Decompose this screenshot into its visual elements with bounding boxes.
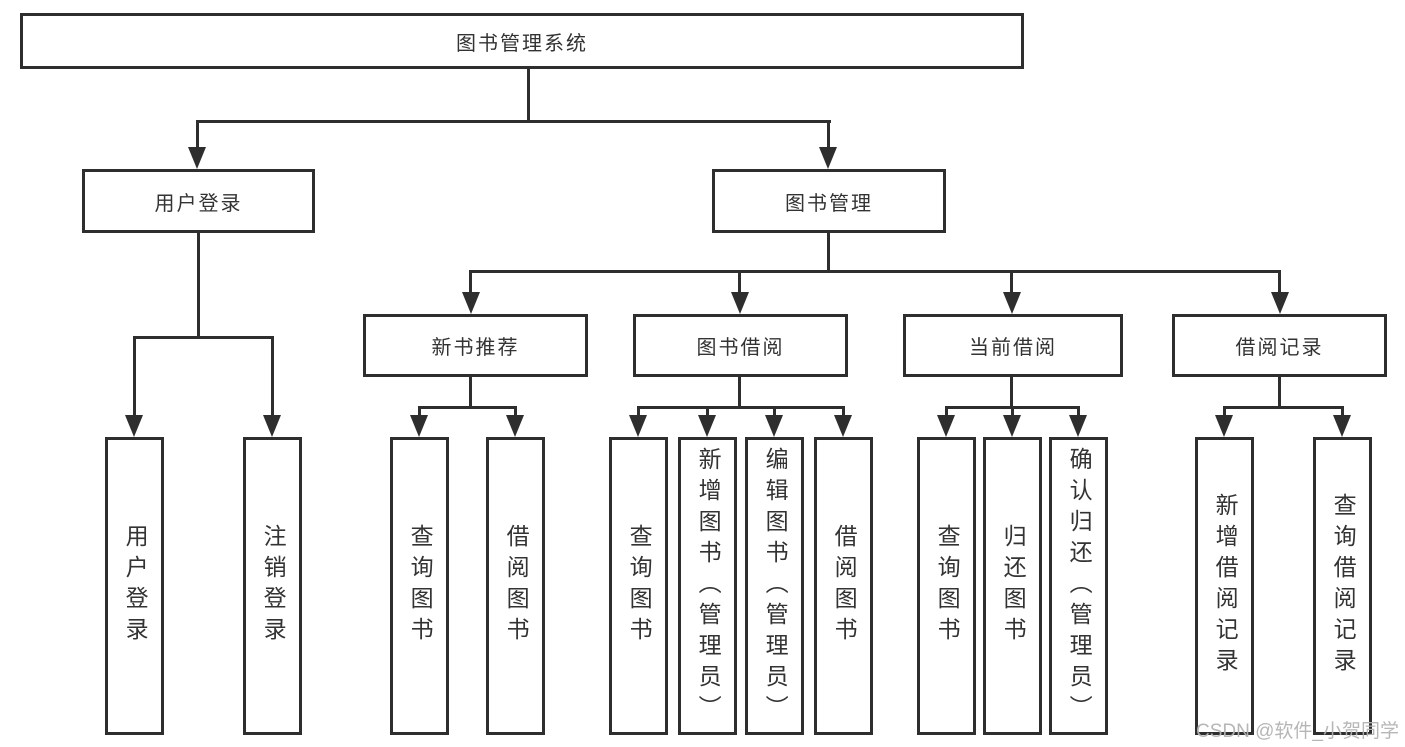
connector-line — [842, 406, 845, 418]
leaf-current-return-book-label: 归还图书 — [1000, 524, 1027, 648]
leaf-user-login: 用户登录 — [105, 437, 164, 735]
leaf-newbook-query-book-label: 查询图书 — [407, 524, 434, 648]
leaf-current-query-book: 查询图书 — [917, 437, 976, 735]
connector-line — [418, 406, 517, 409]
node-borrow-record: 借阅记录 — [1172, 314, 1387, 377]
leaf-borrow-borrow-book-label: 借阅图书 — [831, 524, 858, 648]
connector-line — [827, 120, 830, 150]
node-new-book-recommend-label: 新书推荐 — [431, 337, 520, 359]
leaf-borrow-edit-book-admin: 编辑图书（管理员） — [745, 437, 804, 735]
connector-line — [945, 406, 948, 418]
node-new-book-recommend: 新书推荐 — [363, 314, 588, 377]
node-book-management-label: 图书管理 — [785, 192, 873, 215]
connector-line — [469, 377, 472, 406]
connector-line — [1278, 270, 1281, 295]
leaf-borrow-query-book: 查询图书 — [609, 437, 668, 735]
csdn-watermark: CSDN @软件_小贺同学 — [1196, 721, 1399, 742]
leaf-borrow-edit-book-admin-label: 编辑图书（管理员） — [762, 446, 789, 726]
connector-line — [196, 120, 199, 150]
connector-line — [1223, 406, 1226, 418]
leaf-current-return-book: 归还图书 — [983, 437, 1042, 735]
leaf-logout-login-label: 注销登录 — [260, 524, 287, 648]
arrow-down-head — [1333, 415, 1351, 437]
leaf-borrow-borrow-book: 借阅图书 — [814, 437, 873, 735]
node-book-borrow-label: 图书借阅 — [696, 337, 785, 359]
connector-line — [197, 233, 200, 336]
arrow-down-head — [1003, 415, 1021, 437]
node-user-login: 用户登录 — [82, 169, 315, 233]
connector-line — [1278, 377, 1281, 406]
leaf-current-confirm-return-admin: 确认归还（管理员） — [1049, 437, 1108, 735]
connector-line — [133, 336, 274, 339]
arrow-down-head — [1003, 292, 1021, 314]
leaf-current-query-book-label: 查询图书 — [934, 524, 961, 648]
connector-line — [418, 406, 421, 418]
node-library-management-system: 图书管理系统 — [20, 13, 1024, 69]
connector-line — [1077, 406, 1080, 418]
arrow-down-head — [1069, 415, 1087, 437]
leaf-borrow-query-book-label: 查询图书 — [626, 524, 653, 648]
connector-line — [1011, 406, 1014, 418]
arrow-down-head — [1215, 415, 1233, 437]
arrow-down-head — [819, 147, 837, 169]
connector-line — [827, 233, 830, 270]
leaf-newbook-query-book: 查询图书 — [390, 437, 449, 735]
connector-line — [271, 336, 274, 418]
connector-line — [637, 406, 640, 418]
leaf-record-add-borrow-record-label: 新增借阅记录 — [1212, 493, 1239, 679]
arrow-down-head — [410, 415, 428, 437]
arrow-down-head — [263, 415, 281, 437]
arrow-down-head — [731, 292, 749, 314]
connector-line — [773, 406, 776, 418]
arrow-down-head — [125, 415, 143, 437]
arrow-down-head — [629, 415, 647, 437]
leaf-record-query-borrow-record: 查询借阅记录 — [1313, 437, 1372, 735]
node-book-management: 图书管理 — [712, 169, 946, 233]
connector-line — [1010, 377, 1013, 406]
leaf-record-query-borrow-record-label: 查询借阅记录 — [1330, 493, 1357, 679]
arrow-down-head — [765, 415, 783, 437]
arrow-down-head — [937, 415, 955, 437]
node-current-borrow: 当前借阅 — [903, 314, 1123, 377]
connector-line — [514, 406, 517, 418]
leaf-record-add-borrow-record: 新增借阅记录 — [1195, 437, 1254, 735]
connector-line — [738, 377, 741, 406]
connector-line — [637, 406, 844, 409]
leaf-newbook-borrow-book: 借阅图书 — [486, 437, 545, 735]
leaf-logout-login: 注销登录 — [243, 437, 302, 735]
connector-line — [1341, 406, 1344, 418]
arrow-down-head — [698, 415, 716, 437]
connector-line — [196, 120, 831, 123]
connector-line — [1010, 270, 1013, 295]
connector-line — [706, 406, 709, 418]
connector-line — [527, 69, 530, 120]
leaf-newbook-borrow-book-label: 借阅图书 — [503, 524, 530, 648]
leaf-borrow-add-book-admin-label: 新增图书（管理员） — [695, 446, 722, 726]
arrow-down-head — [506, 415, 524, 437]
node-library-management-system-label: 图书管理系统 — [456, 32, 588, 55]
leaf-user-login-label: 用户登录 — [122, 524, 149, 648]
arrow-down-head — [1271, 292, 1289, 314]
leaf-borrow-add-book-admin: 新增图书（管理员） — [678, 437, 737, 735]
connector-line — [1223, 406, 1344, 409]
arrow-down-head — [188, 147, 206, 169]
arrow-down-head — [462, 292, 480, 314]
connector-line — [738, 270, 741, 295]
connector-line — [469, 270, 1281, 273]
node-current-borrow-label: 当前借阅 — [969, 337, 1057, 359]
leaf-current-confirm-return-admin-label: 确认归还（管理员） — [1066, 446, 1093, 726]
node-borrow-record-label: 借阅记录 — [1235, 337, 1324, 359]
node-user-login-label: 用户登录 — [154, 192, 243, 215]
node-book-borrow: 图书借阅 — [633, 314, 848, 377]
arrow-down-head — [834, 415, 852, 437]
connector-line — [469, 270, 472, 295]
connector-line — [133, 336, 136, 418]
